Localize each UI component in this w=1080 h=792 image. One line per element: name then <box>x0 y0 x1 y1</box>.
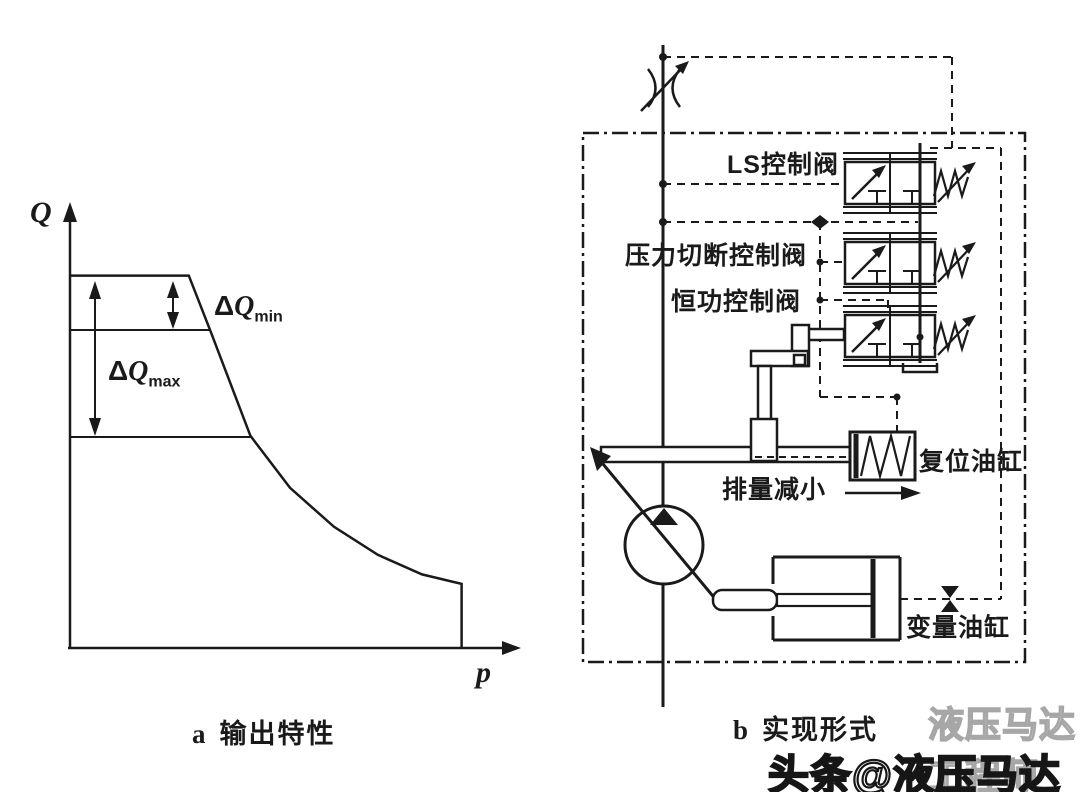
displacement-arrow <box>845 486 921 500</box>
pilot-lines <box>663 56 1002 600</box>
feedback-lever <box>749 323 846 429</box>
watermark: 头条@液压马达工程师 <box>767 751 1061 792</box>
variable-pump-icon <box>623 504 705 586</box>
dq-min-arrow <box>167 281 179 329</box>
displacement-decrease-label: 排量减小 <box>722 476 827 504</box>
lever-clevis <box>749 417 779 463</box>
reset-cylinder-symbol <box>848 430 917 482</box>
piston-rod-link <box>711 588 779 612</box>
valve-drain-bracket <box>901 363 939 374</box>
ls-valve-label: LS控制阀 <box>727 151 839 179</box>
dq-max-label: ΔQmax <box>108 355 181 391</box>
y-axis-label: Q <box>30 196 52 229</box>
pilot-junction-diamond <box>811 215 829 229</box>
actuating-beam <box>599 445 852 464</box>
constant-power-valve-symbol <box>841 304 978 368</box>
variable-orifice-icon <box>640 61 689 112</box>
panel-b-circuit <box>581 45 1027 707</box>
y-axis-arrow-icon <box>63 202 77 222</box>
pump-flow-triangle-icon <box>650 508 678 525</box>
x-axis-arrow-icon <box>502 641 521 655</box>
dq-min-label: ΔQmin <box>214 290 283 326</box>
pump-envelope-border <box>581 131 1027 664</box>
constant-power-valve-label: 恒功控制阀 <box>671 288 802 316</box>
swash-plate-line <box>601 463 719 602</box>
junction-dots <box>659 53 901 401</box>
piston-rod <box>775 592 875 608</box>
pressure-cutoff-valve-label: 压力切断控制阀 <box>625 242 808 270</box>
panel-a-chart <box>63 202 521 655</box>
swash-arrow-icon <box>590 447 611 471</box>
variable-cylinder-label: 变量油缸 <box>906 614 1011 642</box>
plugged-port-icon <box>941 586 959 612</box>
x-axis-label: p <box>476 656 491 689</box>
qp-curve <box>70 274 463 648</box>
variable-cylinder-symbol <box>711 555 902 642</box>
pressure-cutoff-valve-symbol <box>841 231 978 295</box>
watermark-echo: 液压马达工程师 <box>927 703 1077 792</box>
reset-cylinder-label: 复位油缸 <box>919 448 1024 476</box>
ls-control-valve-symbol <box>841 151 978 215</box>
dq-max-arrow <box>89 281 101 436</box>
